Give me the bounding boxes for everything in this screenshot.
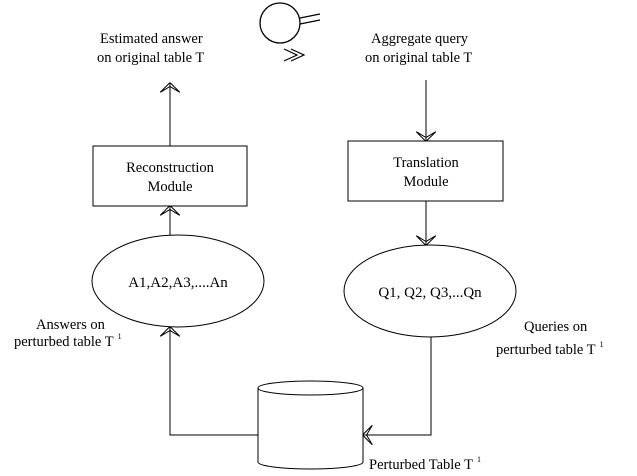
person-icon: [259, 2, 321, 62]
answers-ellipse-label: A1,A2,A3,....An: [128, 275, 228, 291]
reconstruction-module-label-line2: Module: [147, 179, 192, 195]
reconstruction-module-box: [92, 145, 248, 207]
database-cylinder: [257, 380, 364, 470]
translation-module-label-line2: Module: [403, 174, 448, 190]
reconstruction-module-label-line1: Reconstruction: [126, 160, 215, 176]
answers-label-line1: Answers on: [36, 317, 106, 333]
answers-label-line2: perturbed table T 1: [14, 332, 122, 350]
translation-module-label-line1: Translation: [393, 155, 459, 171]
answers-label-line2-text: perturbed table T: [14, 334, 114, 350]
translation-module-box: [347, 140, 504, 202]
queries-label-superscript: 1: [600, 340, 604, 349]
queries-label-line1: Queries on: [524, 319, 588, 335]
answers-label-superscript: 1: [118, 332, 122, 341]
queries-ellipse-label: Q1, Q2, Q3,...Qn: [378, 285, 482, 301]
estimated-answer-label-line2: on original table T: [97, 50, 204, 66]
arrow-queries-to-database: [363, 337, 432, 435]
database-label-text: Perturbed Table T: [369, 457, 473, 473]
database-label: Perturbed Table T 1: [369, 455, 481, 473]
queries-label-line2-text: perturbed table T: [496, 342, 596, 358]
arrow-database-to-answers: [170, 327, 258, 436]
estimated-answer-label-line1: Estimated answer: [100, 31, 203, 47]
aggregate-query-label-line2: on original table T: [365, 50, 472, 66]
database-label-superscript: 1: [477, 455, 481, 464]
queries-label-line2: perturbed table T 1: [496, 340, 604, 358]
aggregate-query-label-line1: Aggregate query: [371, 31, 469, 47]
